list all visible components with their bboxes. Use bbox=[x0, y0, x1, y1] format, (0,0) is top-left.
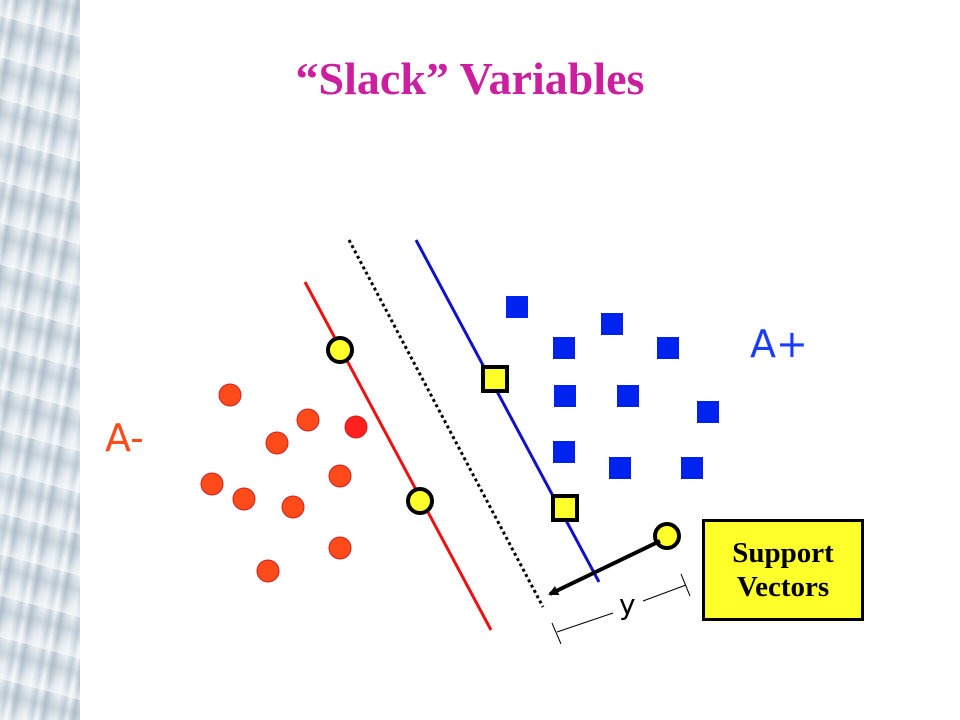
negative-class-label: A- bbox=[105, 416, 144, 460]
negative-point bbox=[296, 408, 320, 432]
negative-boundary-line bbox=[303, 281, 493, 631]
negative-point bbox=[328, 536, 352, 560]
support-vector-circle bbox=[326, 336, 354, 364]
positive-point bbox=[554, 385, 576, 407]
negative-point bbox=[344, 415, 368, 439]
positive-point bbox=[617, 385, 639, 407]
slide-title: “Slack” Variables bbox=[295, 53, 645, 104]
positive-point bbox=[553, 441, 575, 463]
negative-point bbox=[265, 431, 289, 455]
support-vector-circle bbox=[406, 487, 434, 515]
support-vector-square bbox=[551, 494, 579, 522]
support-box-line2: Vectors bbox=[736, 571, 830, 603]
slack-point-circle bbox=[653, 522, 681, 550]
negative-point bbox=[232, 487, 256, 511]
positive-points bbox=[506, 296, 719, 479]
positive-point bbox=[657, 337, 679, 359]
positive-point bbox=[601, 313, 623, 335]
negative-point bbox=[281, 495, 305, 519]
positive-point bbox=[697, 401, 719, 423]
positive-class-label: A+ bbox=[750, 322, 808, 366]
positive-point bbox=[681, 457, 703, 479]
support-vectors-box: Support Vectors bbox=[702, 519, 864, 621]
support-vectors bbox=[326, 336, 681, 550]
slack-label: y bbox=[619, 588, 636, 621]
support-box-line1: Support bbox=[732, 537, 834, 569]
positive-boundary-line bbox=[414, 239, 601, 583]
slack-arrow bbox=[548, 539, 661, 596]
positive-point bbox=[609, 457, 631, 479]
positive-point bbox=[553, 337, 575, 359]
support-vector-square bbox=[481, 365, 509, 393]
negative-point bbox=[218, 383, 242, 407]
negative-points bbox=[200, 383, 368, 583]
slack-measure-bracket bbox=[551, 573, 691, 645]
negative-point bbox=[200, 472, 224, 496]
negative-point bbox=[256, 559, 280, 583]
decorative-side-strip bbox=[0, 0, 80, 720]
negative-point bbox=[328, 464, 352, 488]
positive-point bbox=[506, 296, 528, 318]
